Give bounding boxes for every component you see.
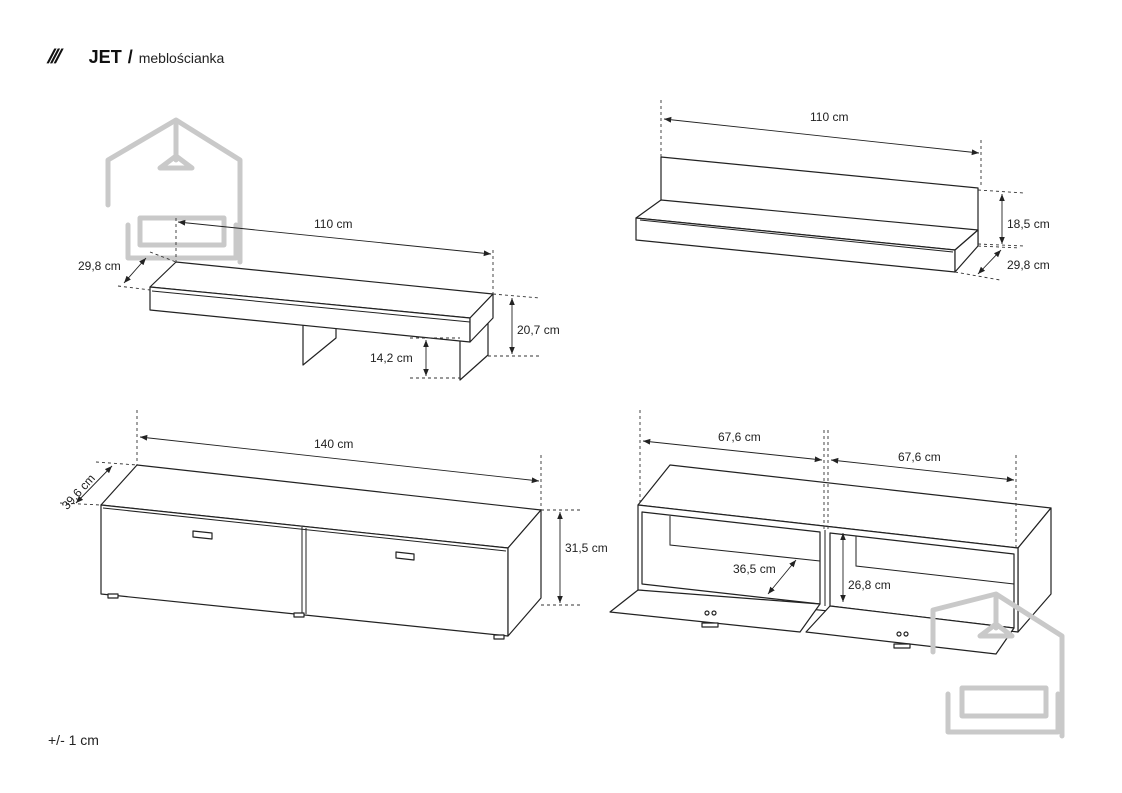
right-door-handle	[395, 551, 415, 561]
shelf-with-back-drawing: 110 cm 18,5 cm 29,8 cm	[635, 100, 1050, 281]
shelf-height-label: 20,7 cm	[517, 323, 560, 337]
tv-cabinet-open-drawing: 67,6 cm 67,6 cm 36,5 cm 26,8 cm	[609, 410, 1052, 655]
product-name: JET	[88, 47, 122, 67]
right-flap-door	[805, 605, 1015, 655]
wall-shelf-drawing: 110 cm 29,8 cm 20,7 cm 14,2 cm	[78, 217, 560, 381]
left-door-handle	[192, 530, 213, 540]
inner-height-label: 26,8 cm	[848, 578, 891, 592]
watermark-house-icon-bottom	[930, 591, 1065, 739]
right-compartment-width-label: 67,6 cm	[898, 450, 941, 464]
cabinet-right-side	[507, 509, 542, 637]
shelf-back-width-label: 110 cm	[810, 110, 848, 124]
cabinet-depth-label: 39,6 cm	[59, 471, 98, 512]
cabinet-width-label: 140 cm	[314, 437, 353, 451]
tv-cabinet-closed-drawing: 140 cm 39,6 cm 31,5 cm	[59, 410, 608, 640]
shelf-back-depth-label: 29,8 cm	[1007, 258, 1050, 272]
watermark-house-icon-top	[105, 117, 243, 265]
shelf-depth-label: 29,8 cm	[78, 259, 121, 273]
tolerance-note: +/- 1 cm	[48, 732, 99, 748]
shelf-back-height-label: 18,5 cm	[1007, 217, 1050, 231]
left-compartment-width-label: 67,6 cm	[718, 430, 761, 444]
cabinet-height-label: 31,5 cm	[565, 541, 608, 555]
title-separator: /	[127, 47, 133, 67]
shelf-bracket-label: 14,2 cm	[370, 351, 413, 365]
header: /// JET / meblościanka	[47, 46, 225, 69]
product-type: meblościanka	[138, 50, 225, 66]
inner-depth-label: 36,5 cm	[733, 562, 776, 576]
shelf-width-label: 110 cm	[314, 217, 352, 231]
